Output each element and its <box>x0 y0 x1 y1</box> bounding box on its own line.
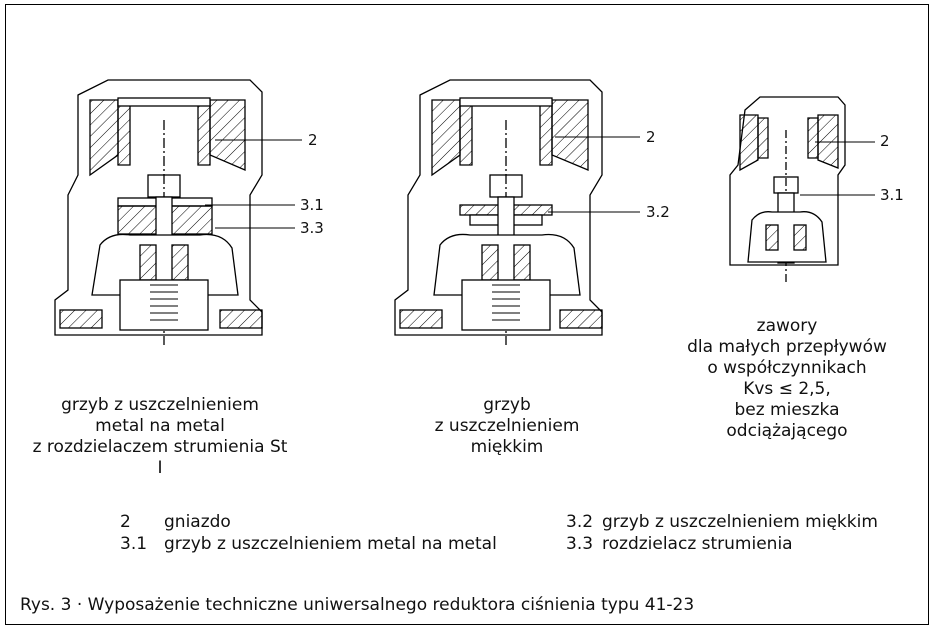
callout-left-divider: 3.3 <box>300 219 324 237</box>
legend-item-seat: 2 gniazdo <box>120 512 231 532</box>
legend-item-flow-divider: 3.3 rozdzielacz strumienia <box>566 534 793 554</box>
legend-text: grzyb z uszczelnieniem metal na metal <box>164 534 497 554</box>
legend-item-soft-plug: 3.2 grzyb z uszczelnieniem miękkim <box>566 512 878 532</box>
figure-frame <box>5 4 929 625</box>
legend-item-metal-plug: 3.1 grzyb z uszczelnieniem metal na metal <box>120 534 497 554</box>
caption-right-line: odciążającego <box>726 421 848 441</box>
caption-middle-line: grzyb <box>483 395 531 415</box>
caption-right-line: dla małych przepływów <box>687 337 887 357</box>
caption-right: zawory dla małych przepływów o współczyn… <box>672 316 902 442</box>
figure-title: Rys. 3 · Wyposażenie techniczne uniwersa… <box>20 595 695 615</box>
valve-drawing-right <box>729 96 875 285</box>
caption-left-line: z rozdzielaczem strumienia St I <box>32 437 288 478</box>
callout-middle-seat: 2 <box>646 128 656 146</box>
caption-middle: grzyb z uszczelnieniem miękkim <box>422 395 592 458</box>
callout-middle-plug: 3.2 <box>646 203 670 221</box>
valve-drawing-left <box>54 79 302 345</box>
caption-left-line: metal na metal <box>95 416 225 436</box>
legend-number: 3.2 <box>566 512 594 532</box>
caption-right-line: bez mieszka <box>734 400 840 420</box>
legend-text: rozdzielacz strumienia <box>602 534 793 554</box>
legend-number: 3.1 <box>120 534 148 554</box>
callout-left-seat: 2 <box>308 131 318 149</box>
caption-middle-line: miękkim <box>470 437 544 457</box>
legend-text: gniazdo <box>164 512 231 532</box>
caption-right-line: zawory <box>756 316 818 336</box>
legend-number: 2 <box>120 512 131 532</box>
valve-drawing-middle <box>394 79 640 345</box>
caption-middle-line: z uszczelnieniem <box>434 416 580 436</box>
callout-right-plug: 3.1 <box>880 186 904 204</box>
caption-left-line: grzyb z uszczelnieniem <box>61 395 259 415</box>
callout-right-seat: 2 <box>880 132 890 150</box>
legend-text: grzyb z uszczelnieniem miękkim <box>602 512 878 532</box>
caption-right-line: o współczynnikach <box>707 358 867 378</box>
callout-left-plug: 3.1 <box>300 196 324 214</box>
legend-number: 3.3 <box>566 534 594 554</box>
caption-right-line: Kvs ≤ 2,5, <box>743 379 831 399</box>
caption-left: grzyb z uszczelnieniem metal na metal z … <box>30 395 290 479</box>
